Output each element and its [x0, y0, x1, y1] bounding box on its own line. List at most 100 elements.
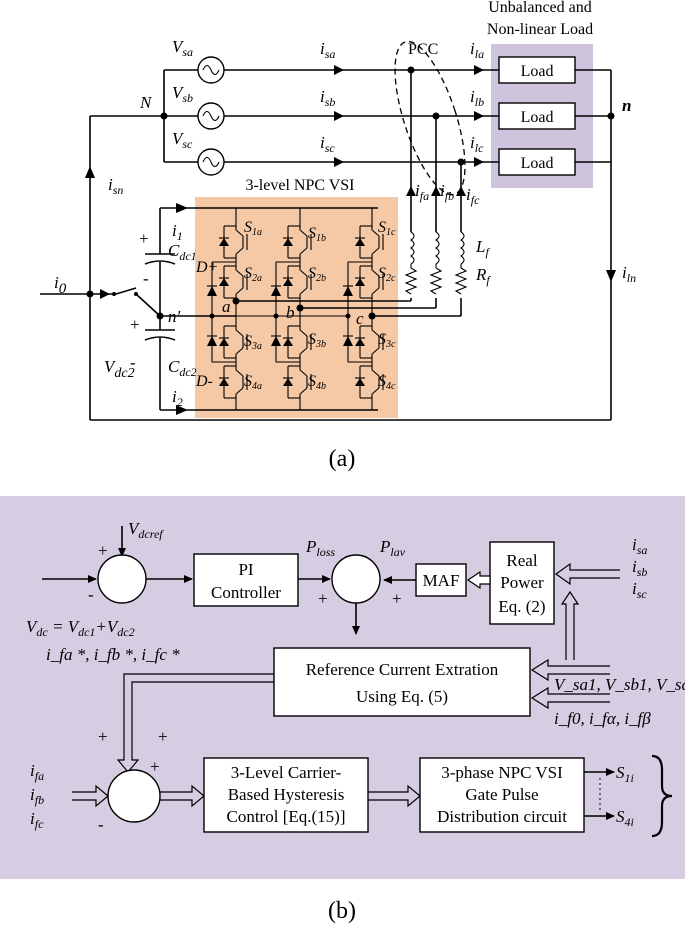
- ref-line2: Using Eq. (5): [356, 687, 448, 706]
- ref-current-block: [273, 647, 531, 717]
- hyst-l3: Control [Eq.(15)]: [227, 807, 346, 826]
- svg-text:Rf: Rf: [475, 265, 491, 287]
- leg-c: [276, 208, 384, 410]
- svg-text:ifc: ifc: [466, 185, 480, 207]
- svg-text:ifc: ifc: [30, 809, 44, 831]
- cap1-minus: -: [143, 269, 149, 288]
- pcc-ellipse: [394, 40, 466, 196]
- svg-text:isc: isc: [632, 579, 647, 601]
- hyst-l1: 3-Level Carrier-: [231, 763, 342, 782]
- real-power-l3: Eq. (2): [498, 597, 545, 616]
- cap2-plus: +: [130, 315, 140, 334]
- label-ploss: Ploss: [305, 537, 335, 559]
- label-isa-b: isa: [632, 535, 647, 557]
- svg-text:isc: isc: [320, 133, 335, 155]
- label-i1: i1: [172, 221, 183, 243]
- gate-l3: Distribution circuit: [437, 807, 567, 826]
- source-c-icon: [197, 148, 225, 176]
- svg-text:S3c: S3c: [378, 331, 396, 350]
- dminus-label: D-: [195, 373, 213, 390]
- svg-text:isb: isb: [632, 557, 647, 579]
- source-a-icon: [197, 56, 225, 84]
- label-vsa: Vsa: [172, 37, 193, 59]
- ref-line1: Reference Current Extration: [306, 660, 499, 679]
- node-a-label: a: [222, 297, 231, 316]
- svg-text:i0: i0: [54, 273, 67, 297]
- svg-text:ilc: ilc: [470, 133, 484, 155]
- svg-text:S4c: S4c: [378, 373, 396, 392]
- label-vdc2: Vdc2: [104, 357, 135, 381]
- svg-text:i1: i1: [172, 221, 183, 243]
- svg-text:S2b: S2b: [308, 265, 326, 284]
- label-iln: iln: [622, 263, 636, 285]
- svg-text:Vsa: Vsa: [172, 37, 193, 59]
- real-power-block: [489, 541, 555, 625]
- load-c-label: Load: [521, 155, 554, 172]
- svg-text:S1a: S1a: [244, 219, 262, 238]
- svg-text:isn: isn: [108, 175, 123, 197]
- label-s1a: S1a: [244, 219, 262, 238]
- npc-title: 3-level NPC VSI: [245, 177, 354, 194]
- sum3-plus-b: +: [158, 727, 168, 746]
- label-s1i: S1i: [616, 763, 634, 785]
- label-ilb: ilb: [470, 87, 484, 109]
- load-a-label: Load: [521, 63, 554, 80]
- label-vdcref: Vdcref: [128, 519, 164, 541]
- output-brace: [651, 754, 673, 838]
- load-b-box: [498, 102, 576, 130]
- svg-text:S3b: S3b: [308, 331, 326, 350]
- label-cdc1: Cdc1: [168, 241, 197, 263]
- leg-b: [212, 208, 312, 410]
- label-s4a: S4a: [244, 373, 262, 392]
- label-isc: isc: [320, 133, 335, 155]
- svg-text:Cdc1: Cdc1: [168, 241, 197, 263]
- svg-text:S4b: S4b: [308, 373, 326, 392]
- label-s3a: S3a: [244, 333, 262, 352]
- gate-l2: Gate Pulse: [465, 785, 538, 804]
- svg-text:Lf: Lf: [475, 237, 490, 259]
- svg-text:ifb: ifb: [30, 785, 44, 807]
- label-s1b: S1b: [308, 225, 326, 244]
- label-vdc-eq: Vdc = Vdc1+Vdc2: [26, 617, 135, 639]
- svg-text:S3a: S3a: [244, 333, 262, 352]
- N-label: N: [139, 93, 153, 112]
- svg-text:Ploss: Ploss: [305, 537, 335, 559]
- label-s2a: S2a: [244, 265, 262, 284]
- svg-text:S4a: S4a: [244, 373, 262, 392]
- label-isc-b: isc: [632, 579, 647, 601]
- label-ifb-b: ifb: [30, 785, 44, 807]
- label-cdc2: Cdc2: [168, 357, 197, 379]
- hyst-l2: Based Hysteresis: [228, 785, 345, 804]
- label-isn: isn: [108, 175, 123, 197]
- figure-b: Vdcref + - Vdc = Vdc1+Vdc2 PI Controller…: [0, 496, 685, 924]
- svg-text:Plav: Plav: [379, 537, 406, 559]
- label-Rf: Rf: [475, 265, 491, 287]
- label-s3b: S3b: [308, 331, 326, 350]
- summer-2: [331, 554, 381, 604]
- load-b-label: Load: [521, 109, 554, 126]
- figure-a: Unbalanced and Non-linear Load Load Load…: [40, 0, 636, 472]
- node-c-label: c: [356, 309, 364, 328]
- label-s2b: S2b: [308, 265, 326, 284]
- maf-block: [415, 563, 467, 597]
- summer-1: [97, 554, 147, 604]
- label-plav: Plav: [379, 537, 406, 559]
- svg-text:isa: isa: [320, 39, 335, 61]
- ref-star-label: i_fa *, i_fb *, i_fc *: [46, 645, 180, 664]
- source-b-icon: [197, 102, 225, 130]
- sum3-plus-a: +: [98, 727, 108, 746]
- gate-l1: 3-phase NPC VSI: [441, 763, 563, 782]
- maf-label: MAF: [423, 571, 460, 590]
- label-ifb: ifb: [440, 181, 454, 203]
- sum3-plus-c: +: [150, 757, 160, 776]
- svg-text:i2: i2: [172, 387, 183, 409]
- label-ifc: ifc: [466, 185, 480, 207]
- svg-text:S2c: S2c: [378, 265, 396, 284]
- label-Lf: Lf: [475, 237, 490, 259]
- label-ilc: ilc: [470, 133, 484, 155]
- gate-pulse-block: [419, 757, 585, 833]
- pcc-label: PCC: [408, 41, 438, 58]
- svg-text:isb: isb: [320, 87, 335, 109]
- node-b-label: b: [286, 303, 295, 322]
